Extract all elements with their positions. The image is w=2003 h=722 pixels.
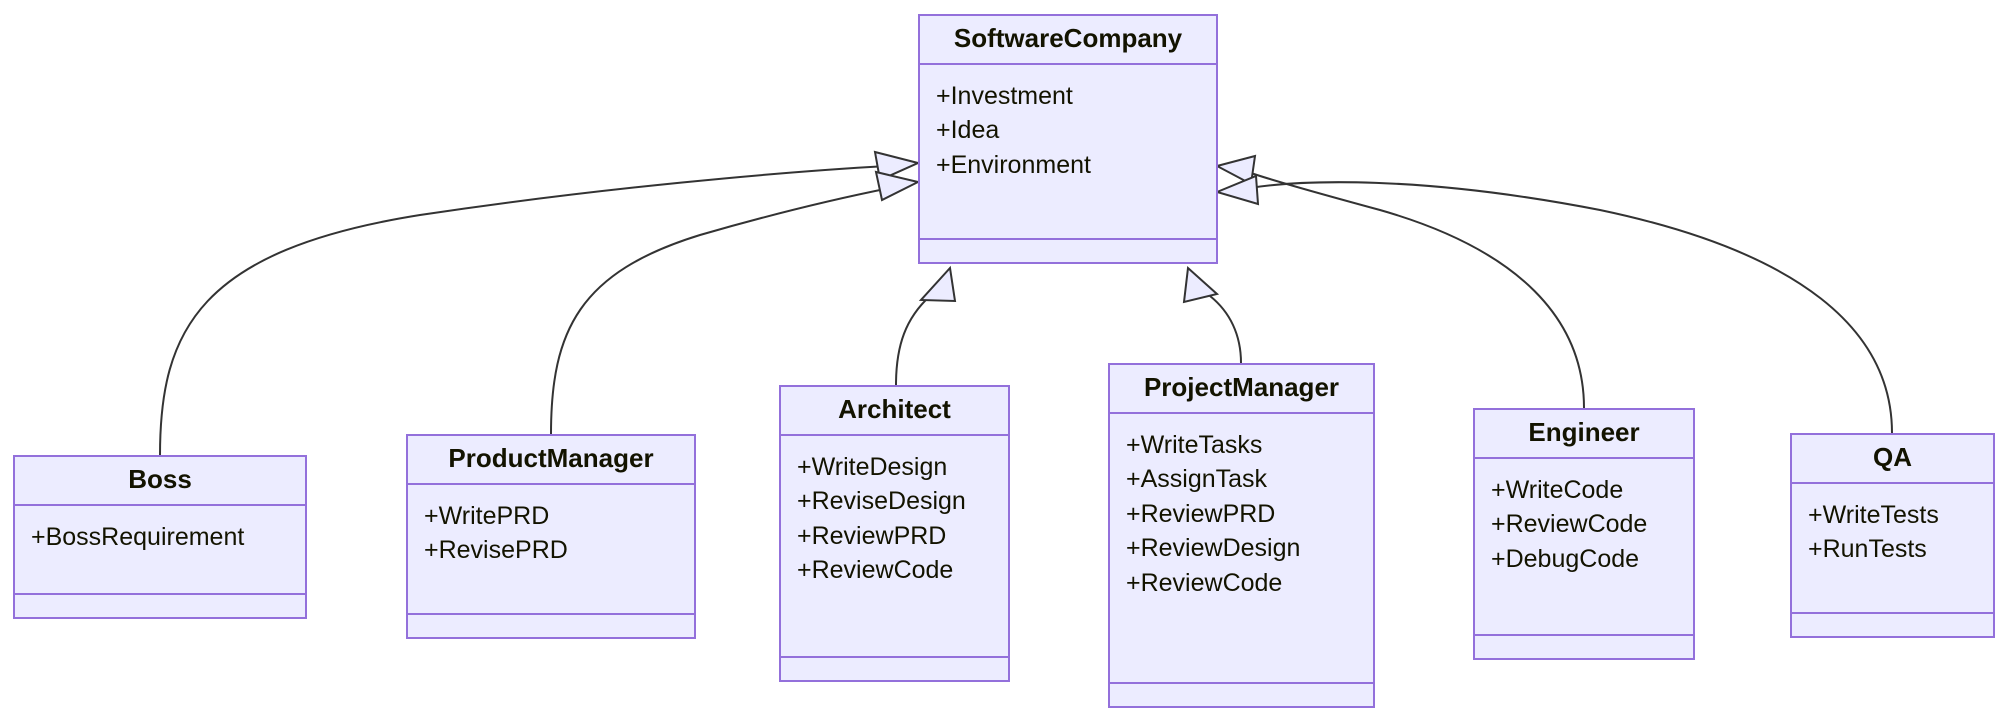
attribute-item: +ReviewPRD bbox=[797, 521, 947, 550]
class-methods-qa bbox=[1792, 614, 1993, 636]
attribute-item: +RevisePRD bbox=[424, 536, 568, 565]
attribute-item: +WriteTasks bbox=[1126, 430, 1263, 459]
attribute-item: +ReviewCode bbox=[797, 556, 954, 585]
attribute-item: +ReviewPRD bbox=[1126, 499, 1276, 528]
class-title-boss: Boss bbox=[15, 457, 305, 506]
class-title-projectmanager: ProjectManager bbox=[1110, 365, 1373, 414]
attribute-item: +ReviewCode bbox=[1126, 568, 1283, 597]
attribute-item: +DebugCode bbox=[1491, 544, 1640, 573]
attribute-item: +WriteCode bbox=[1491, 475, 1624, 504]
class-attributes-projectmanager: +WriteTasks +AssignTask +ReviewPRD +Revi… bbox=[1110, 414, 1373, 684]
attribute-item: +Environment bbox=[936, 150, 1091, 179]
attribute-item: +Investment bbox=[936, 81, 1073, 110]
class-box-productmanager[interactable]: ProductManager +WritePRD +RevisePRD bbox=[406, 434, 696, 639]
attribute-item: +Idea bbox=[936, 116, 1000, 145]
class-methods-boss bbox=[15, 595, 305, 617]
class-title-productmanager: ProductManager bbox=[408, 436, 694, 485]
class-methods-engineer bbox=[1475, 636, 1693, 658]
class-attributes-softwarecompany: +Investment +Idea +Environment bbox=[920, 65, 1216, 240]
attribute-item: +WriteTests bbox=[1808, 500, 1939, 529]
class-title-softwarecompany: SoftwareCompany bbox=[920, 16, 1216, 65]
attribute-item: +BossRequirement bbox=[31, 522, 245, 551]
class-box-qa[interactable]: QA +WriteTests +RunTests bbox=[1790, 433, 1995, 638]
class-methods-architect bbox=[781, 658, 1008, 680]
attribute-item: +ReviewCode bbox=[1491, 510, 1648, 539]
class-methods-productmanager bbox=[408, 615, 694, 637]
class-box-architect[interactable]: Architect +WriteDesign +ReviseDesign +Re… bbox=[779, 385, 1010, 682]
class-title-qa: QA bbox=[1792, 435, 1993, 484]
class-box-softwarecompany[interactable]: SoftwareCompany +Investment +Idea +Envir… bbox=[918, 14, 1218, 264]
class-attributes-architect: +WriteDesign +ReviseDesign +ReviewPRD +R… bbox=[781, 436, 1008, 658]
attribute-item: +ReviewDesign bbox=[1126, 534, 1301, 563]
class-title-architect: Architect bbox=[781, 387, 1008, 436]
class-attributes-boss: +BossRequirement bbox=[15, 506, 305, 595]
class-attributes-engineer: +WriteCode +ReviewCode +DebugCode bbox=[1475, 459, 1693, 636]
attribute-item: +WriteDesign bbox=[797, 452, 948, 481]
class-methods-projectmanager bbox=[1110, 684, 1373, 706]
class-title-engineer: Engineer bbox=[1475, 410, 1693, 459]
class-attributes-productmanager: +WritePRD +RevisePRD bbox=[408, 485, 694, 615]
class-attributes-qa: +WriteTests +RunTests bbox=[1792, 484, 1993, 614]
attribute-item: +ReviseDesign bbox=[797, 487, 966, 516]
class-box-projectmanager[interactable]: ProjectManager +WriteTasks +AssignTask +… bbox=[1108, 363, 1375, 708]
edge-projectmanager-to-softwarecompany bbox=[1182, 265, 1242, 364]
class-methods-softwarecompany bbox=[920, 240, 1216, 262]
class-box-boss[interactable]: Boss +BossRequirement bbox=[13, 455, 307, 619]
edge-architect-to-softwarecompany bbox=[895, 265, 957, 386]
attribute-item: +RunTests bbox=[1808, 535, 1927, 564]
attribute-item: +AssignTask bbox=[1126, 465, 1268, 494]
class-box-engineer[interactable]: Engineer +WriteCode +ReviewCode +DebugCo… bbox=[1473, 408, 1695, 660]
attribute-item: +WritePRD bbox=[424, 501, 550, 530]
